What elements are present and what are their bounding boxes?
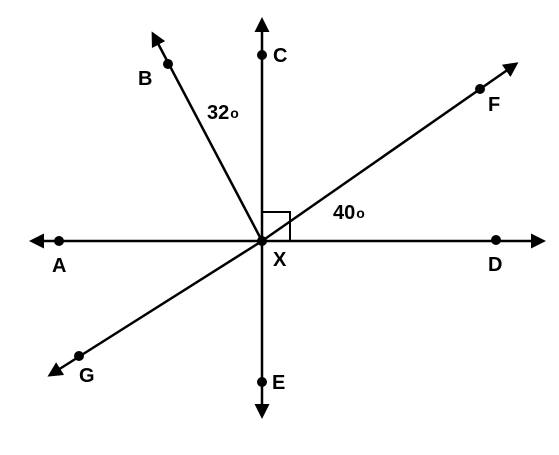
angle-value-fxd: 40 — [333, 202, 355, 224]
point-f — [475, 84, 485, 94]
point-g — [74, 351, 84, 361]
label-f: F — [488, 94, 500, 116]
point-e — [257, 377, 267, 387]
angle-value-bxc: 32 — [207, 102, 229, 124]
ray-xf — [261, 62, 519, 243]
label-g: G — [79, 365, 95, 387]
label-a: A — [52, 255, 66, 277]
label-c: C — [273, 45, 287, 67]
point-c — [257, 50, 267, 60]
label-d: D — [488, 254, 502, 276]
ray-xg — [47, 239, 263, 377]
point-d — [491, 235, 501, 245]
degree-mark-fxd: o — [356, 205, 365, 221]
label-e: E — [272, 372, 285, 394]
point-a — [54, 236, 64, 246]
angle-label-bxc: 32o — [207, 102, 239, 124]
ray-xb — [151, 31, 264, 242]
angle-label-fxd: 40o — [333, 202, 365, 224]
point-b — [163, 59, 173, 69]
right-angle-marker — [261, 211, 291, 242]
degree-mark-bxc: o — [230, 105, 239, 121]
point-x — [257, 236, 267, 246]
label-x: X — [273, 249, 287, 271]
label-b: B — [138, 68, 152, 90]
